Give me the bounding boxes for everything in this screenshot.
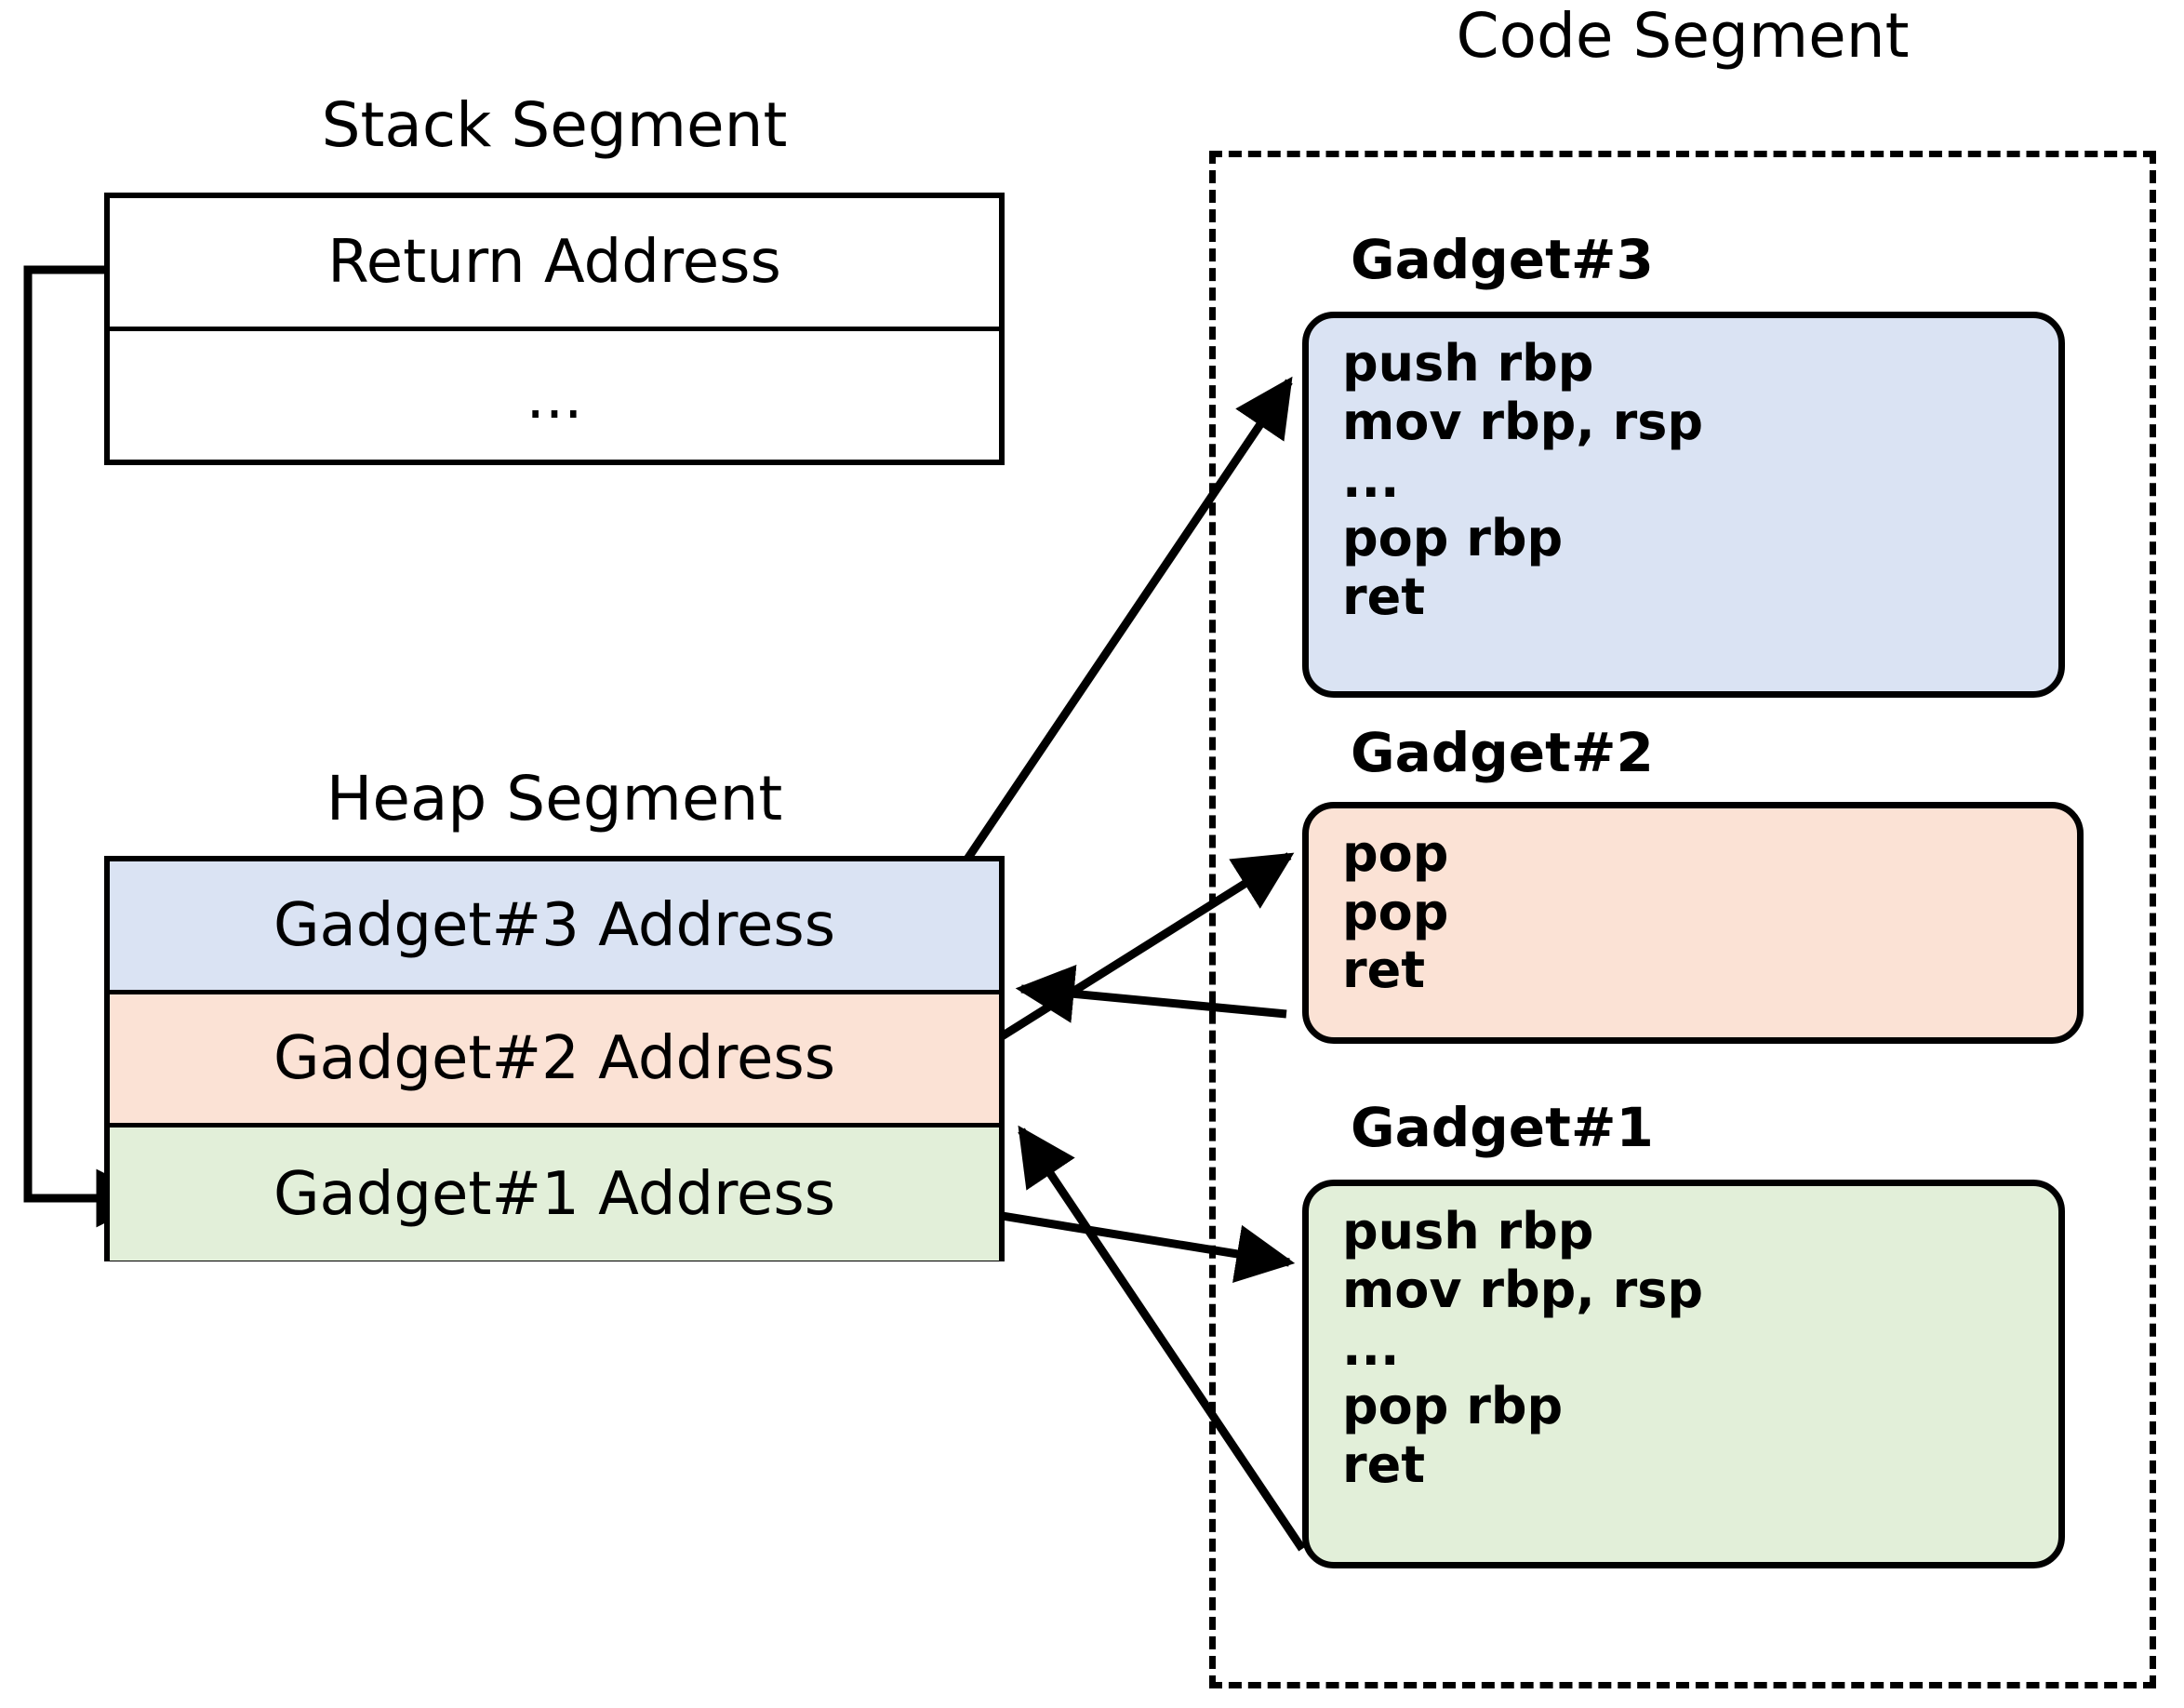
arrow-gadget1-ret-to-heap [1018, 1125, 1306, 1552]
instruction-line: ret [1342, 567, 1426, 626]
instruction-line: pop [1342, 824, 1449, 883]
instruction-line: mov rbp, rsp [1342, 1260, 1704, 1319]
heap-row-gadget1-address: Gadget#1 Address [110, 1128, 999, 1261]
heap-segment-box: Gadget#3 Address Gadget#2 Address Gadget… [104, 856, 1005, 1261]
heap-row-gadget2-address: Gadget#2 Address [110, 994, 999, 1128]
instruction-line: ret [1342, 941, 1426, 1000]
gadget3-title: Gadget#3 [1351, 228, 1654, 291]
gadget2-title: Gadget#2 [1351, 721, 1654, 784]
instruction-line: push rbp [1342, 1202, 1594, 1261]
instruction-line: ... [1342, 450, 1400, 510]
arrow-return-address-to-gadget1-address [23, 265, 172, 1228]
instruction-line: ... [1342, 1318, 1400, 1378]
stack-row-ellipsis: ... [526, 364, 583, 433]
stack-segment-box: Return Address ... [104, 193, 1005, 465]
stack-segment-title: Stack Segment [321, 89, 788, 161]
arrow-gadget2-ret-to-heap [1015, 964, 1287, 1023]
instruction-line: pop rbp [1342, 1376, 1564, 1435]
heap-row-gadget3-address: Gadget#3 Address [110, 861, 999, 994]
instruction-line: push rbp [1342, 334, 1594, 393]
stack-row-return-address: Return Address [110, 198, 999, 331]
instruction-line: pop rbp [1342, 508, 1564, 567]
heap-segment-title: Heap Segment [326, 763, 783, 834]
instruction-line: ret [1342, 1434, 1426, 1494]
code-segment-box [1209, 151, 2156, 1688]
instruction-line: mov rbp, rsp [1342, 392, 1704, 451]
code-segment-title: Code Segment [1456, 0, 1910, 72]
gadget1-title: Gadget#1 [1351, 1096, 1654, 1159]
arrow-gadget3-address-to-gadget3-code [912, 376, 1293, 938]
instruction-line: pop [1342, 882, 1449, 941]
